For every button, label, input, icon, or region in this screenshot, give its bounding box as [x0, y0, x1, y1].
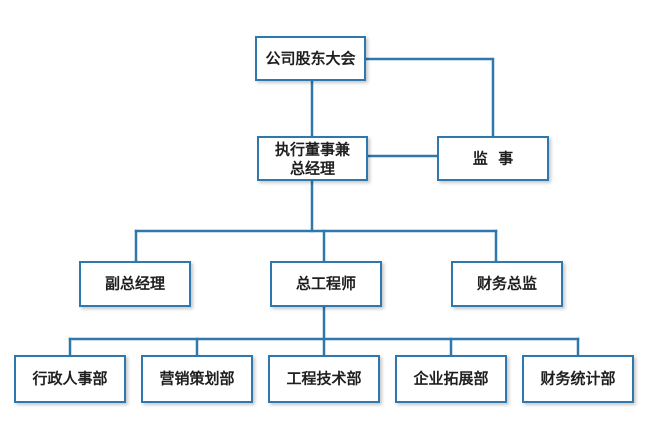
node-deputy-gm: 副总经理	[79, 261, 191, 307]
node-admin-hr-box	[14, 355, 126, 403]
node-finance-director: 财务总监	[451, 261, 563, 307]
node-engineering: 工程技术部	[268, 355, 380, 403]
node-exec-director: 执行董事兼 总经理	[257, 136, 368, 181]
node-supervisor: 监 事	[437, 136, 549, 181]
node-engineering-label: 工程技术部	[286, 370, 361, 388]
node-admin-hr-label: 行政人事部	[31, 370, 107, 388]
connector-shareholders-supervisor	[363, 57, 495, 139]
node-business-dev: 企业拓展部	[395, 355, 507, 403]
node-finance-stats: 财务统计部	[522, 355, 634, 403]
node-exec-director-label-line1: 执行董事兼	[275, 141, 351, 159]
node-supervisor-label: 监 事	[473, 150, 513, 168]
node-finance-director-label: 财务总监	[477, 275, 537, 293]
node-finance-stats-label: 财务统计部	[540, 370, 615, 388]
node-shareholders: 公司股东大会	[255, 36, 366, 81]
node-supervisor-box	[437, 136, 549, 181]
node-engineering-box	[268, 355, 380, 403]
node-business-dev-box	[395, 355, 507, 403]
node-marketing-box	[141, 355, 253, 403]
node-admin-hr: 行政人事部	[14, 355, 126, 403]
node-marketing-label: 营销策划部	[159, 370, 234, 388]
node-finance-director-box	[451, 261, 563, 307]
node-marketing: 营销策划部	[141, 355, 253, 403]
node-chief-engineer-box	[270, 261, 382, 307]
node-finance-stats-box	[522, 355, 634, 403]
node-deputy-gm-box	[79, 261, 191, 307]
node-shareholders-box	[255, 36, 366, 81]
node-exec-director-label-line2: 总经理	[290, 160, 335, 178]
node-business-dev-label: 企业拓展部	[412, 370, 488, 388]
connectors	[68, 57, 580, 358]
node-chief-engineer: 总工程师	[270, 261, 382, 307]
node-shareholders-label: 公司股东大会	[265, 50, 355, 68]
node-deputy-gm-label: 副总经理	[105, 275, 165, 293]
node-exec-director-box	[257, 136, 368, 181]
node-chief-engineer-label: 总工程师	[296, 275, 356, 293]
